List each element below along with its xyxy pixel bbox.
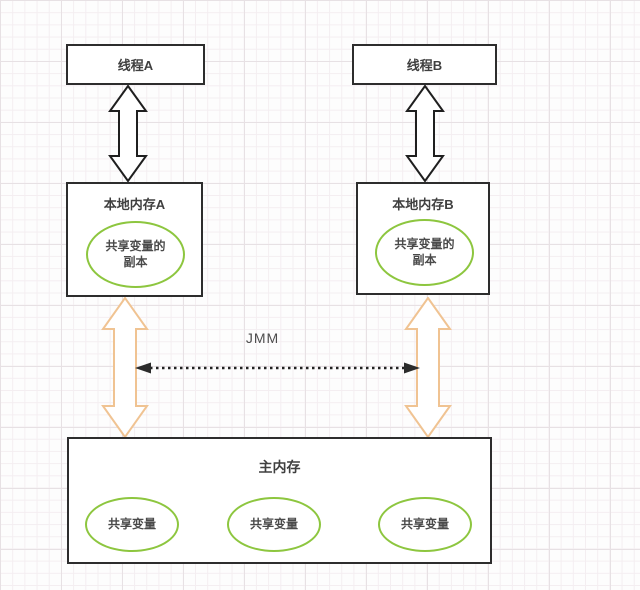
- local-memory-b-label: 本地内存B: [392, 197, 454, 212]
- shared-variable-copy-a-line1: 共享变量的: [105, 238, 166, 253]
- thread-b-box: 线程B: [352, 44, 497, 85]
- shared-variable-ellipse-1: 共享变量: [85, 497, 179, 552]
- local-memory-b-box: 本地内存B 共享变量的 副本: [356, 182, 490, 295]
- main-memory-box: 主内存 共享变量 共享变量 共享变量: [67, 437, 492, 564]
- shared-variable-label-3: 共享变量: [400, 516, 449, 531]
- shared-variable-copy-a-ellipse: 共享变量的 副本: [86, 221, 185, 288]
- shared-variable-copy-b-ellipse: 共享变量的 副本: [375, 219, 474, 286]
- local-memory-a-box: 本地内存A 共享变量的 副本: [66, 182, 203, 297]
- jmm-dotted-double-arrow-icon: [135, 362, 420, 374]
- jmm-label: JMM: [245, 330, 280, 346]
- shared-variable-copy-b-line2: 副本: [412, 252, 437, 267]
- vertical-double-arrow-thread-a-icon: [108, 85, 148, 182]
- local-memory-a-label: 本地内存A: [103, 197, 166, 212]
- shared-variable-ellipse-3: 共享变量: [378, 497, 472, 552]
- shared-variable-copy-a-line2: 副本: [123, 254, 148, 269]
- thread-a-label: 线程A: [117, 58, 154, 73]
- thread-b-label: 线程B: [406, 58, 443, 73]
- shared-variable-copy-b-line1: 共享变量的: [394, 236, 455, 251]
- vertical-double-arrow-thread-b-icon: [405, 85, 445, 182]
- thread-a-box: 线程A: [66, 44, 205, 85]
- main-memory-label: 主内存: [258, 459, 301, 475]
- shared-variable-ellipse-2: 共享变量: [227, 497, 321, 552]
- shared-variable-label-1: 共享变量: [107, 516, 156, 531]
- shared-variable-label-2: 共享变量: [249, 516, 298, 531]
